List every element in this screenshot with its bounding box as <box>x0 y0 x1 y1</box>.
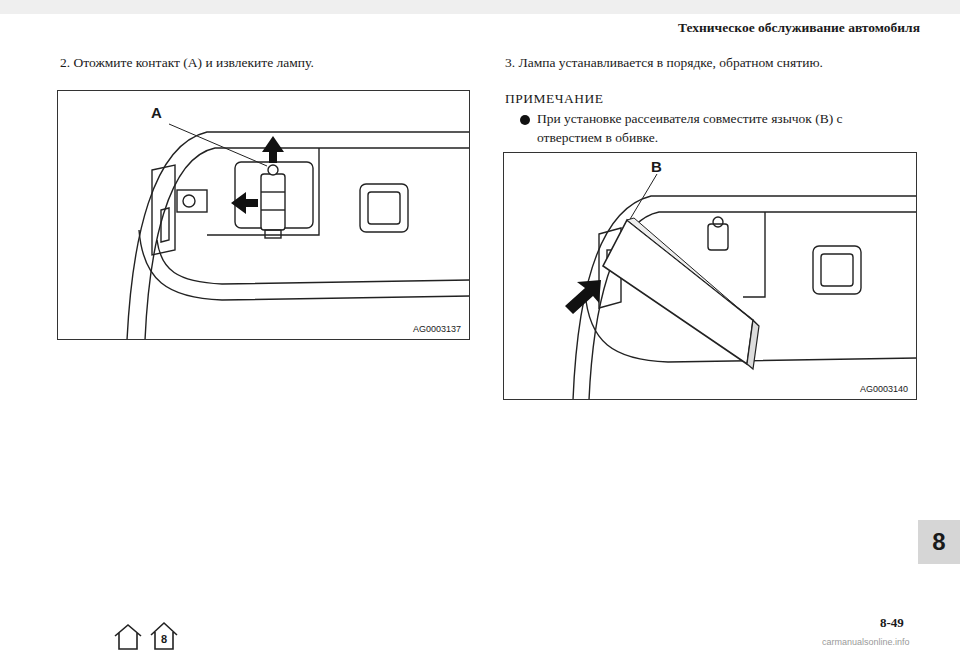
chapter-number: 8 <box>161 633 167 645</box>
trim-outline <box>573 196 917 400</box>
switch <box>360 184 408 232</box>
figure-code: AG0003140 <box>860 385 908 395</box>
scan-band <box>0 0 960 14</box>
watermark: carmanualsonline.info <box>822 636 952 649</box>
chapter-tab: 8 <box>918 520 960 564</box>
bulb <box>261 174 285 230</box>
callout-letter: A <box>151 105 162 122</box>
lens-installation-illustration <box>503 152 917 400</box>
trim-outline <box>157 240 470 284</box>
recess-edge <box>743 212 765 297</box>
bulb <box>261 191 285 192</box>
direction-arrow <box>231 192 258 214</box>
note-text: При установке рассеивателя совместите яз… <box>537 110 857 148</box>
figure-frame: A AG0003137 <box>57 90 470 340</box>
figure-code: AG0003137 <box>413 325 461 335</box>
mechanism <box>177 190 207 212</box>
note-heading: ПРИМЕЧАНИЕ <box>505 90 705 109</box>
contact <box>713 217 723 227</box>
lamp-removal-illustration <box>57 90 470 340</box>
home-icon <box>115 625 141 649</box>
switch <box>813 246 861 294</box>
trim-outline <box>589 212 917 400</box>
switch <box>821 254 853 286</box>
recess-edge <box>207 148 319 235</box>
step-text: 2. Отожмите контакт (A) и извлеките ламп… <box>60 54 480 73</box>
trim-outline <box>139 230 470 300</box>
bulb <box>708 224 728 250</box>
callout-letter: B <box>651 159 662 176</box>
chapter-number: 8 <box>932 529 945 555</box>
direction-arrow <box>565 280 601 314</box>
home-outline <box>151 623 177 649</box>
lens-edge <box>627 218 759 326</box>
bulb-base <box>265 230 281 238</box>
page-header: Техническое обслуживание автомобиля <box>678 20 920 36</box>
lens <box>603 220 753 364</box>
home-icon <box>112 622 144 652</box>
chapter-home-icon: 8 <box>148 620 180 652</box>
lens-edge <box>747 320 759 369</box>
step-text: 3. Лампа устанавливается в порядке, обра… <box>505 54 925 73</box>
trim-outline <box>127 132 470 340</box>
bulb <box>261 209 285 210</box>
bullet <box>519 114 531 126</box>
mechanism <box>161 208 169 242</box>
mechanism <box>183 195 195 207</box>
mechanism <box>152 165 175 255</box>
trim-outline <box>145 148 470 340</box>
scan-band <box>0 0 960 14</box>
bullet <box>520 115 530 125</box>
contact <box>268 165 278 175</box>
switch <box>368 192 400 224</box>
direction-arrow <box>262 136 284 163</box>
page-number: 8-49 <box>880 614 940 632</box>
figure-frame: B AG0003140 <box>503 152 917 400</box>
leader-line <box>169 124 267 166</box>
